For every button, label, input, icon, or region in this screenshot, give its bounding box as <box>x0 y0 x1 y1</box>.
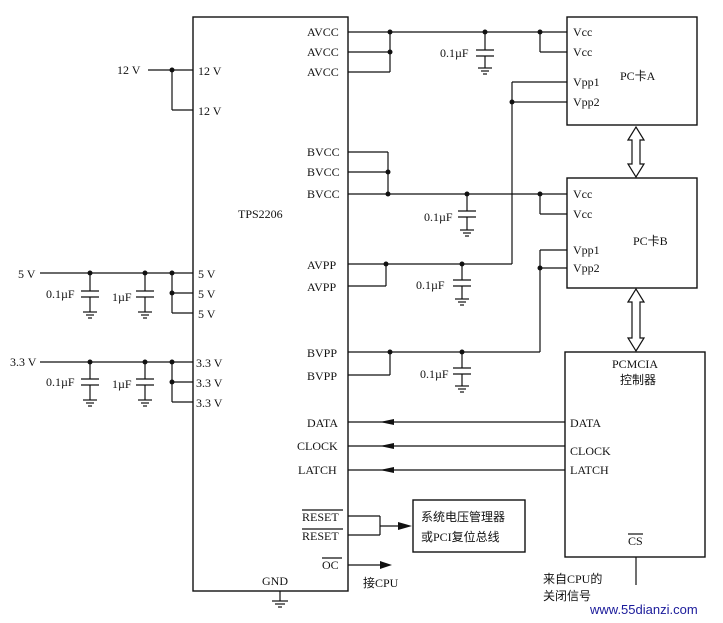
pin-bvcc-3: BVCC <box>307 187 340 201</box>
pin-bvcc-1: BVCC <box>307 145 340 159</box>
pin-avcc-3: AVCC <box>307 65 339 79</box>
tps2206-chip <box>192 16 349 592</box>
wire-avcc <box>348 29 567 73</box>
pin-data: DATA <box>307 416 338 430</box>
controller-pin-latch: LATCH <box>570 463 609 477</box>
card-b-pin-vpp2: Vpp2 <box>573 261 600 275</box>
supply-12v-label: 12 V <box>117 63 141 77</box>
cap-avcc <box>476 32 494 75</box>
watermark-text: www.55dianzi.com <box>589 602 698 617</box>
cap-bvpp <box>453 352 471 393</box>
wire-oc <box>348 561 392 569</box>
pin-latch: LATCH <box>298 463 337 477</box>
cap-avpp <box>453 264 471 306</box>
cap-bvcc-label: 0.1µF <box>424 210 453 224</box>
pin-5v-3: 5 V <box>198 307 216 321</box>
controller-title-2: 控制器 <box>620 373 656 387</box>
controller-pin-clock: CLOCK <box>570 444 611 458</box>
pin-33v-2: 3.3 V <box>196 376 223 390</box>
card-b-pin-vcc-2: Vcc <box>573 207 592 221</box>
pin-gnd: GND <box>262 574 288 588</box>
cap-avpp-label: 0.1µF <box>416 278 445 292</box>
pin-reset-2: RESET <box>302 529 339 543</box>
card-b-pin-vcc-1: Vcc <box>573 187 592 201</box>
power-manager-line1: 系统电压管理器 <box>421 509 505 524</box>
bus-arrow-b-controller <box>626 287 646 353</box>
cap-33v-1uf <box>136 362 154 407</box>
card-b-title: PC卡B <box>633 234 668 248</box>
pin-12v-1: 12 V <box>198 64 222 78</box>
wire-12v <box>148 67 193 111</box>
pin-avpp-2: AVPP <box>307 280 336 294</box>
cap-avcc-label: 0.1µF <box>440 46 469 60</box>
card-a-pin-vpp1: Vpp1 <box>573 75 600 89</box>
controller-title-1: PCMCIA <box>612 357 658 371</box>
chip-ground-symbol <box>272 591 288 608</box>
pin-33v-3: 3.3 V <box>196 396 223 410</box>
cap-bvpp-label: 0.1µF <box>420 367 449 381</box>
pin-bvpp-1: BVPP <box>307 346 337 360</box>
cap-33v-01uf <box>81 362 99 407</box>
pin-avcc-2: AVCC <box>307 45 339 59</box>
to-cpu-label: 接CPU <box>363 575 399 590</box>
pin-reset-1: RESET <box>302 510 339 524</box>
wire-5v <box>40 270 193 314</box>
cpu-signal-line2: 关闭信号 <box>543 589 591 603</box>
wire-bvcc <box>348 151 567 215</box>
pin-bvpp-2: BVPP <box>307 369 337 383</box>
pin-12v-2: 12 V <box>198 104 222 118</box>
chip-name: TPS2206 <box>238 207 283 221</box>
card-a-pin-vcc-1: Vcc <box>573 25 592 39</box>
pin-avcc-1: AVCC <box>307 25 339 39</box>
cpu-signal-line1: 来自CPU的 <box>543 571 602 586</box>
pcmcia-controller <box>564 351 706 558</box>
pin-bvcc-2: BVCC <box>307 165 340 179</box>
cap-5v-1uf <box>136 273 154 319</box>
bus-arrow-a-b <box>626 125 646 179</box>
pin-5v-1: 5 V <box>198 267 216 281</box>
cap-bvcc <box>458 194 476 237</box>
wire-avpp <box>348 81 567 287</box>
pin-33v-1: 3.3 V <box>196 356 223 370</box>
cap-5v-1uf-label: 1µF <box>112 290 132 304</box>
card-a-title: PC卡A <box>620 69 656 83</box>
pin-avpp-1: AVPP <box>307 258 336 272</box>
card-a-pin-vcc-2: Vcc <box>573 45 592 59</box>
controller-pin-data: DATA <box>570 416 601 430</box>
supply-5v-label: 5 V <box>18 267 36 281</box>
power-manager-box <box>412 499 526 553</box>
card-b-pin-vpp1: Vpp1 <box>573 243 600 257</box>
pin-5v-2: 5 V <box>198 287 216 301</box>
pin-oc: OC <box>322 558 339 572</box>
wire-bvpp <box>348 249 567 376</box>
pin-clock: CLOCK <box>297 439 338 453</box>
cap-5v-01uf-label: 0.1µF <box>46 287 75 301</box>
controller-pin-cs: CS <box>628 534 643 548</box>
cap-33v-1uf-label: 1µF <box>112 377 132 391</box>
wire-reset <box>348 515 412 536</box>
card-a-pin-vpp2: Vpp2 <box>573 95 600 109</box>
cap-5v-01uf <box>81 273 99 319</box>
pc-card-a <box>566 16 698 126</box>
supply-33v-label: 3.3 V <box>10 355 37 369</box>
power-manager-line2: 或PCI复位总线 <box>421 529 500 544</box>
cap-33v-01uf-label: 0.1µF <box>46 375 75 389</box>
wire-data-clock-latch <box>348 419 565 473</box>
pc-card-b <box>566 177 698 289</box>
